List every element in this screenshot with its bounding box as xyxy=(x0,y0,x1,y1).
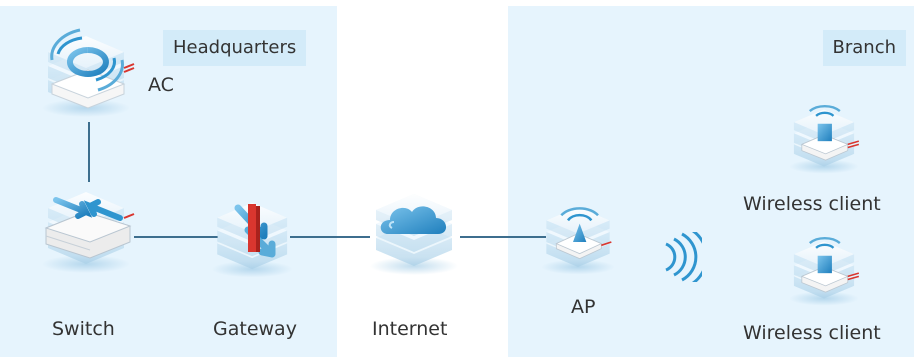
ac-icon xyxy=(42,28,135,117)
wireless-signal-icon xyxy=(662,227,708,287)
ap-node[interactable] xyxy=(538,194,618,280)
wireless-client-label-1: Wireless client xyxy=(743,193,881,215)
cloud-icon xyxy=(370,194,458,275)
headquarters-label: Headquarters xyxy=(163,30,307,66)
branch-label: Branch xyxy=(822,30,906,66)
internet-label: Internet xyxy=(372,318,448,340)
wireless-client-icon xyxy=(789,104,860,174)
gateway-label: Gateway xyxy=(213,318,297,340)
access-point-icon xyxy=(541,207,615,275)
wireless-client-icon xyxy=(789,236,860,306)
internet-node[interactable] xyxy=(366,180,464,280)
ac-node[interactable] xyxy=(38,22,138,122)
switch-icon xyxy=(42,192,135,273)
gateway-node[interactable] xyxy=(208,190,300,286)
gateway-icon xyxy=(211,202,293,278)
ap-label: AP xyxy=(571,296,596,318)
wireless-client-label-2: Wireless client xyxy=(743,322,881,344)
wireless-client-node-1[interactable] xyxy=(786,96,862,180)
switch-node[interactable] xyxy=(38,178,138,278)
branch-zone: Branch xyxy=(508,6,914,357)
switch-label: Switch xyxy=(52,318,115,340)
ac-label: AC xyxy=(148,74,174,96)
wireless-client-node-2[interactable] xyxy=(786,228,862,312)
